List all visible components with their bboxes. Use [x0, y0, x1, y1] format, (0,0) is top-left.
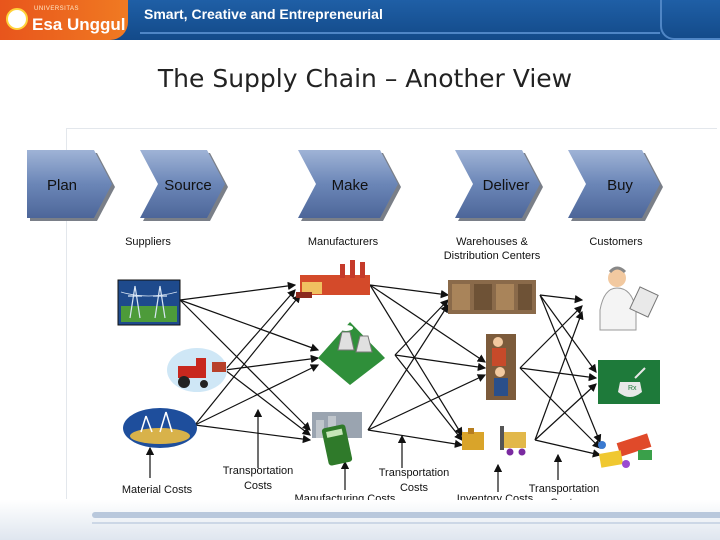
- distribution-centers-label: Distribution Centers: [444, 250, 541, 262]
- calculator-image: [312, 412, 362, 466]
- factory-image: [296, 260, 370, 298]
- transport-costs-2-label-line2: Costs: [400, 482, 429, 494]
- header-divider: [140, 32, 660, 34]
- transport-costs-3-label-line1: Transportation: [529, 483, 600, 495]
- footer-band: [0, 500, 720, 540]
- transport-costs-2-label-line1: Transportation: [379, 467, 450, 479]
- power-plant-image: [318, 322, 385, 385]
- logo-university-label: UNIVERSITAS: [34, 6, 80, 12]
- chevron-plan: Plan: [27, 150, 115, 221]
- customers-label: Customers: [589, 236, 643, 248]
- stage-source-label: Source: [164, 177, 212, 194]
- transport-costs-1-label-line1: Transportation: [223, 465, 294, 477]
- suppliers-label: Suppliers: [125, 236, 171, 248]
- stage-make-label: Make: [332, 177, 369, 194]
- customer-doctor-image: [599, 266, 659, 331]
- header-bar: UNIVERSITAS Esa Unggul Smart, Creative a…: [0, 0, 720, 40]
- stage-deliver-label: Deliver: [483, 177, 530, 194]
- manufacturers-label: Manufacturers: [308, 236, 379, 248]
- flow-lines: [179, 281, 602, 458]
- content-frame: [66, 128, 717, 499]
- transport-costs-1-label-line2: Costs: [244, 480, 273, 492]
- stage-plan-label: Plan: [47, 177, 77, 194]
- svg-text:Rx: Rx: [628, 385, 637, 392]
- stage-buy-label: Buy: [607, 177, 633, 194]
- logo-block: UNIVERSITAS Esa Unggul: [0, 0, 128, 40]
- chevron-buy: Buy: [568, 150, 663, 221]
- university-logo-icon: [6, 8, 28, 30]
- chevron-make: Make: [298, 150, 401, 221]
- warehouses-label: Warehouses &: [456, 236, 528, 248]
- pharmacy-image: Rx: [598, 360, 660, 404]
- workers-image: [486, 334, 516, 400]
- tractor-image: [167, 348, 227, 392]
- material-costs-label: Material Costs: [122, 484, 193, 496]
- logo-name: Esa Unggul: [32, 15, 126, 34]
- oil-rig-image: [123, 408, 197, 448]
- footer-decoration-bar: [92, 512, 720, 518]
- slide-title: The Supply Chain – Another View: [157, 64, 573, 93]
- cost-pointers: [145, 408, 563, 492]
- chevron-source: Source: [140, 150, 228, 221]
- header-corner-decoration: [660, 0, 720, 40]
- medicine-image: [598, 433, 652, 468]
- header-tagline: Smart, Creative and Entrepreneurial: [144, 6, 383, 22]
- power-lines-image: [117, 279, 181, 326]
- chevron-deliver: Deliver: [455, 150, 543, 221]
- footer-decoration-line: [92, 522, 720, 524]
- warehouse-image: [448, 280, 536, 314]
- forklift-image: [462, 426, 526, 456]
